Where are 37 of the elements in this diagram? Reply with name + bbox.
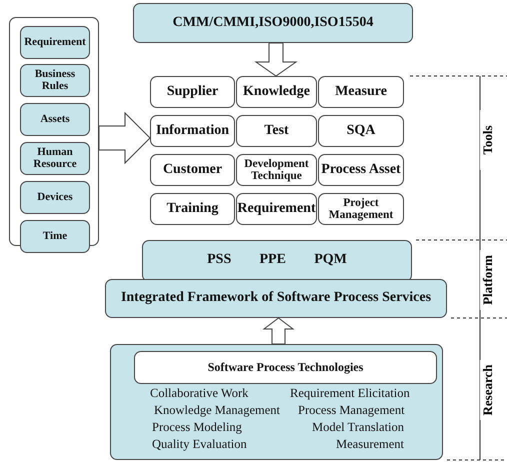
tool-box: Information <box>150 115 235 147</box>
research-panel <box>110 344 443 460</box>
tool-box: Supplier <box>150 76 235 108</box>
resource-box: Requirement <box>20 26 90 59</box>
technology-item: Knowledge Management <box>154 403 280 418</box>
tool-box: Test <box>236 115 317 147</box>
resource-box: Devices <box>20 181 90 214</box>
tool-box: Measure <box>318 76 404 108</box>
tool-box: Requirement <box>236 193 317 225</box>
technology-item: Collaborative Work <box>150 386 248 401</box>
platform-name: PPE <box>260 253 286 268</box>
block-arrow <box>98 112 151 164</box>
platform-name: PSS <box>207 253 232 268</box>
block-arrow <box>254 42 298 77</box>
technology-item: Measurement <box>336 437 404 452</box>
tool-box: Knowledge <box>236 76 317 108</box>
standards-box: CMM/CMMI,ISO9000,ISO15504 <box>133 3 413 43</box>
technology-item: Process Management <box>298 403 405 418</box>
resource-box: Human Resource <box>20 142 90 175</box>
resource-box: Business Rules <box>20 64 90 97</box>
tool-box: Process Asset <box>318 154 404 186</box>
platform-name: PQM <box>314 253 347 268</box>
framework-box: Integrated Framework of Software Process Services <box>105 279 447 318</box>
resource-box: Time <box>20 220 90 253</box>
heading-box: Software Process Technologies <box>134 351 437 384</box>
technology-item: Quality Evaluation <box>152 437 247 452</box>
tool-box: Development Technique <box>236 154 317 186</box>
technology-item: Model Translation <box>312 420 404 435</box>
resource-box: Assets <box>20 103 90 136</box>
tool-box: SQA <box>318 115 404 147</box>
technology-item: Requirement Elicitation <box>290 386 410 401</box>
block-arrow <box>262 317 294 344</box>
platform-box <box>142 240 412 282</box>
tool-box: Project Management <box>318 193 404 225</box>
technology-item: Process Modeling <box>152 420 242 435</box>
tool-box: Customer <box>150 154 235 186</box>
tool-box: Training <box>150 193 235 225</box>
